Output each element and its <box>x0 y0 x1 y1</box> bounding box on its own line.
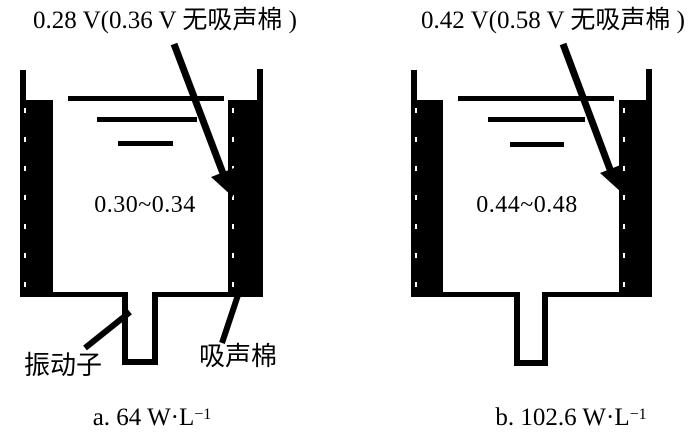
panel-b-inner-value: 0.44~0.48 <box>476 192 578 218</box>
panel-b-water-surface-line-3 <box>510 142 564 147</box>
panel-b-voltage-label: 0.42 V(0.58 V 无吸声棉 ) <box>421 7 685 34</box>
panel-a-inner-value: 0.30~0.34 <box>94 192 196 218</box>
cotton-label: 吸声棉 <box>199 342 278 371</box>
vibrator-label: 振动子 <box>24 351 103 380</box>
panel-a-water-surface-line-2 <box>97 117 197 122</box>
cotton-leader-line <box>219 288 243 344</box>
panel-a-vibrator-stub <box>122 292 158 365</box>
panel-b-absorbing-cotton-right <box>619 100 652 292</box>
panel-b-absorbing-cotton-left <box>411 100 443 292</box>
panel-b-water-surface-line-2 <box>488 117 585 122</box>
panel-a-voltage-label: 0.28 V(0.36 V 无吸声棉 ) <box>33 7 297 34</box>
panel-a-water-surface-line-1 <box>68 96 224 101</box>
panel-b-caption-exponent: −1 <box>629 406 647 423</box>
panel-b-vibrator-stub <box>514 292 548 366</box>
panel-b-water-surface-line-1 <box>458 96 614 101</box>
panel-a-caption-main: a. 64 W·L <box>92 404 195 431</box>
panel-a-absorbing-cotton-right <box>228 100 263 292</box>
panel-b-voltage-arrow-shaft <box>559 42 615 174</box>
panel-b-caption-main: b. 102.6 W·L <box>495 404 630 431</box>
panel-b-caption: b. 102.6 W·L−1 <box>481 404 661 433</box>
panel-a-caption-exponent: −1 <box>194 406 212 423</box>
panel-a-water-surface-line-3 <box>118 141 173 146</box>
panel-a-absorbing-cotton-left <box>20 100 53 292</box>
panel-a-voltage-arrow-shaft <box>170 42 228 178</box>
panel-a-caption: a. 64 W·L−1 <box>62 404 242 433</box>
